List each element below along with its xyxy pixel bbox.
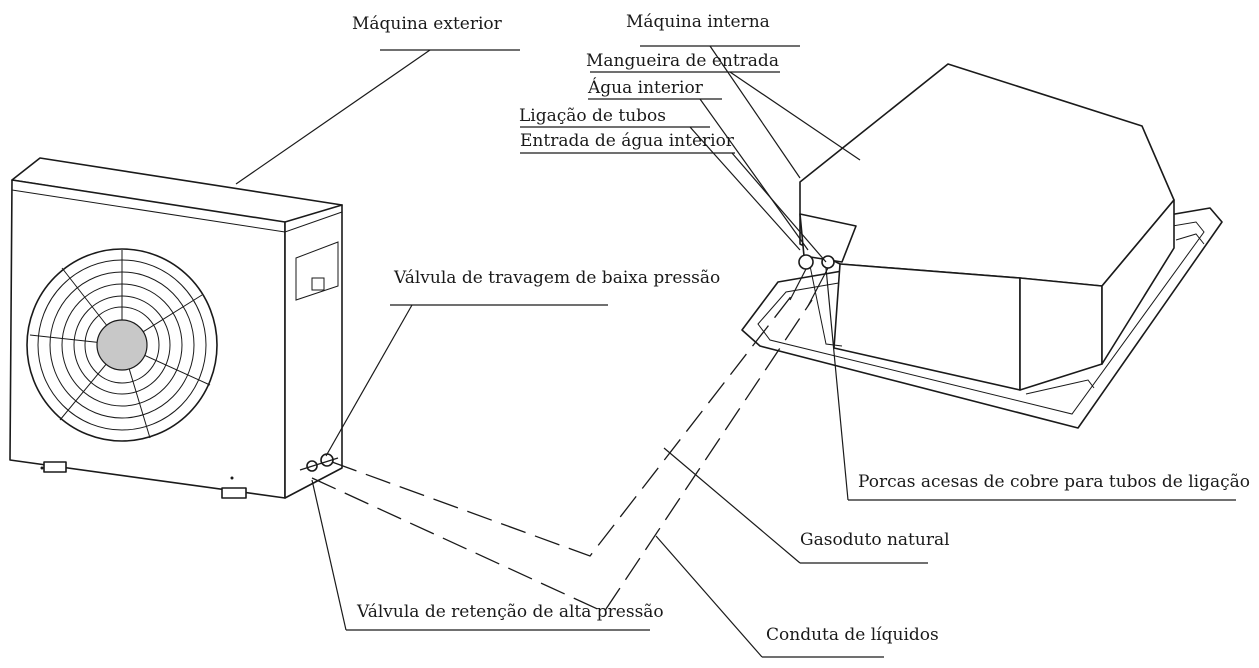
fan-hub — [96, 319, 148, 371]
indoor-unit — [741, 63, 1223, 429]
label-liquid-pipe: Conduta de líquidos — [766, 625, 939, 645]
label-low-pressure-valve: Válvula de travagem de baixa pressão — [393, 268, 720, 288]
label-inlet-hose: Mangueira de entrada — [586, 51, 779, 71]
label-pipe-connection: Ligação de tubos — [519, 106, 666, 126]
leader-lines — [235, 45, 1236, 658]
label-indoor-water-inlet: Entrada de água interior — [520, 131, 735, 151]
label-high-pressure-valve: Válvula de retenção de alta pressão — [356, 602, 664, 622]
refrigerant-pipes — [311, 289, 813, 613]
label-gas-pipe: Gasoduto natural — [800, 530, 950, 550]
callout-labels: Máquina exterior Máquina interna Manguei… — [352, 12, 1250, 645]
service-valves — [299, 453, 339, 472]
fan-grille — [26, 248, 218, 442]
label-flare-nuts: Porcas acesas de cobre para tubos de lig… — [858, 472, 1250, 492]
gas-pipe-route — [331, 289, 797, 557]
label-indoor-unit: Máquina interna — [626, 12, 770, 32]
label-indoor-water: Água interior — [587, 77, 704, 98]
liquid-pipe-route — [311, 299, 813, 613]
label-outdoor-unit: Máquina exterior — [352, 14, 503, 34]
outdoor-unit — [9, 157, 343, 499]
